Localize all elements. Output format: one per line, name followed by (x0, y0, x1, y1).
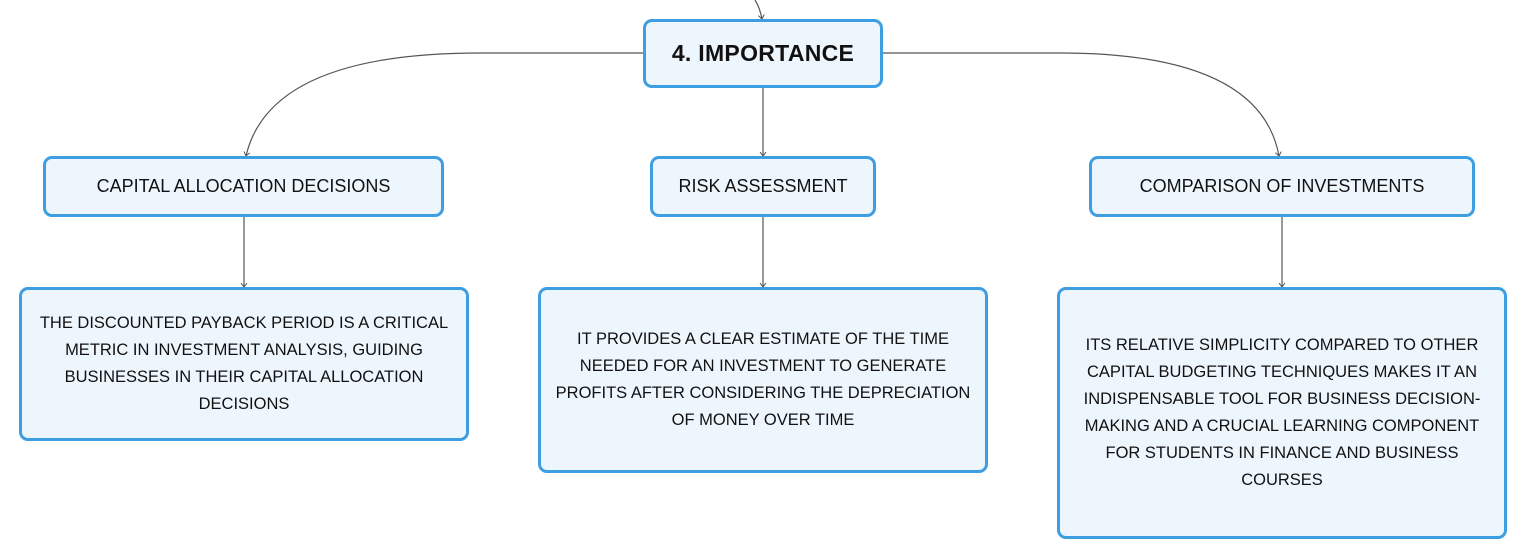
detail-node-text: THE DISCOUNTED PAYBACK PERIOD IS A CRITI… (39, 314, 449, 413)
detail-node-text: IT PROVIDES A CLEAR ESTIMATE OF THE TIME… (555, 330, 971, 429)
connector-root-to-compare (883, 52, 1279, 156)
detail-node-risk-assessment[interactable]: IT PROVIDES A CLEAR ESTIMATE OF THE TIME… (538, 287, 988, 473)
branch-node-capital-allocation[interactable]: CAPITAL ALLOCATION DECISIONS (43, 156, 444, 217)
root-node-importance[interactable]: 4. IMPORTANCE (643, 19, 883, 88)
branch-node-label: COMPARISON OF INVESTMENTS (1139, 176, 1425, 196)
detail-node-comparison-of-investments[interactable]: ITS RELATIVE SIMPLICITY COMPARED TO OTHE… (1057, 287, 1507, 539)
branch-node-label: RISK ASSESSMENT (678, 176, 848, 196)
incoming-connector (754, 0, 762, 19)
root-node-label: 4. IMPORTANCE (671, 40, 855, 66)
branch-node-label: CAPITAL ALLOCATION DECISIONS (96, 176, 391, 196)
branch-node-comparison-of-investments[interactable]: COMPARISON OF INVESTMENTS (1089, 156, 1475, 217)
connector-root-to-capital (246, 52, 643, 156)
branch-node-risk-assessment[interactable]: RISK ASSESSMENT (650, 156, 876, 217)
detail-node-text: ITS RELATIVE SIMPLICITY COMPARED TO OTHE… (1083, 336, 1481, 489)
detail-node-capital-allocation[interactable]: THE DISCOUNTED PAYBACK PERIOD IS A CRITI… (19, 287, 469, 441)
